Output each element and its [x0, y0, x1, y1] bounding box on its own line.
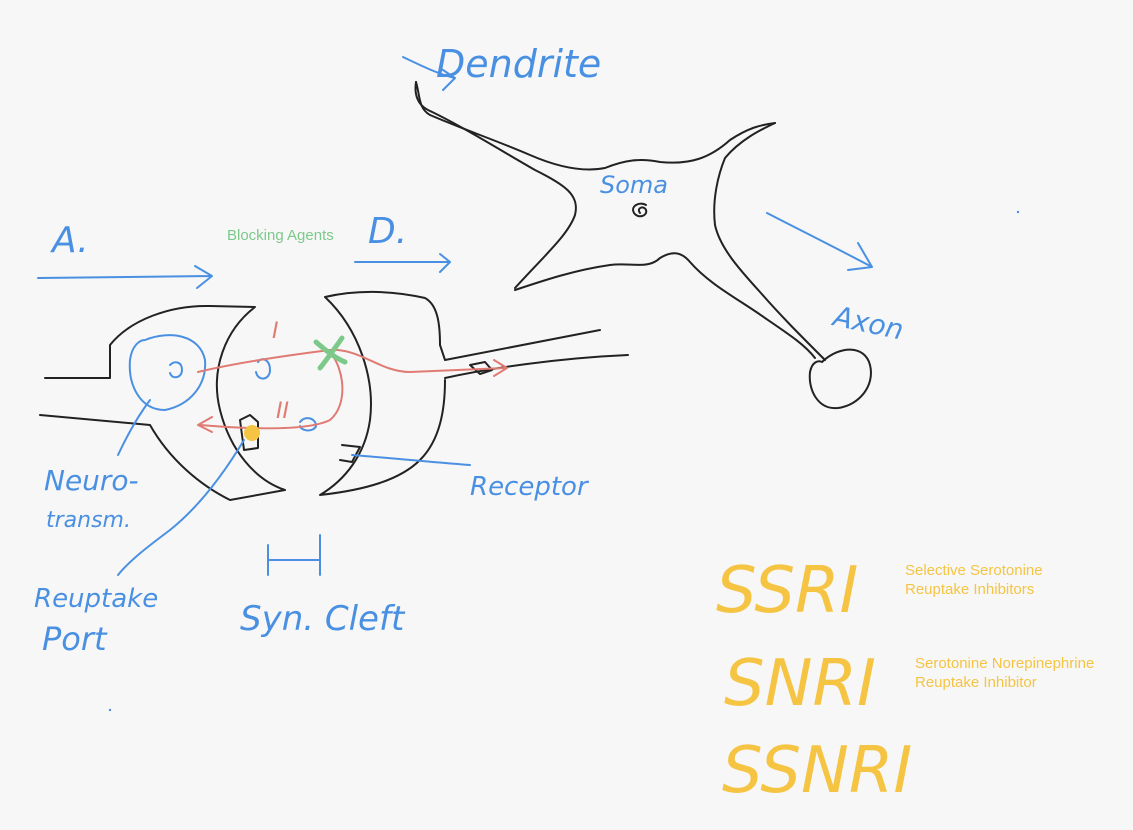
red-pathway: [197, 348, 508, 433]
soma-lower-edge: [514, 252, 816, 359]
drug-class-snri-abbr: SNRI: [724, 647, 876, 721]
blue-annotations: [37, 56, 873, 576]
dendrite-lower-edge: [414, 81, 577, 289]
soma-nucleus: [632, 202, 648, 218]
neuron-outline: [39, 81, 872, 501]
reuptake-blocker-dot: [244, 425, 260, 441]
dendrite-upper-edge: [415, 81, 776, 171]
neurotransmitter-label-line2: transm.: [46, 508, 131, 533]
neurotransmitter-label-line1: Neuro-: [44, 464, 139, 497]
vesicle-small: [299, 417, 317, 432]
postsynaptic-terminal: [319, 290, 629, 496]
reuptake-port-label-line1: Reuptake: [34, 584, 158, 614]
drug-class-snri-desc-line2: Reuptake Inhibitor: [915, 674, 1037, 691]
axon-terminal: [808, 348, 872, 410]
syn-cleft-marker: [267, 534, 321, 576]
reuptake-port-label-line2: Port: [42, 620, 108, 658]
vesicle-large: [128, 334, 207, 411]
drug-class-ssri-abbr: SSRI: [716, 554, 858, 628]
d-label: D.: [368, 211, 407, 252]
axon-arrow: [766, 212, 873, 271]
roman-two-label: II: [276, 399, 289, 424]
stray-dot: [108, 708, 112, 712]
receptor-pointer: [351, 454, 471, 466]
roman-one-label: I: [272, 319, 279, 344]
drug-class-ssnri-abbr: SSNRI: [722, 734, 912, 808]
blocking-x-mark: [313, 335, 348, 371]
neurotransmitter-pointer: [117, 399, 151, 456]
blocking-agents-label: Blocking Agents: [227, 227, 334, 244]
reuptake-pointer: [117, 439, 245, 576]
a-label: A.: [50, 220, 89, 261]
drug-class-snri-desc-line1: Serotonine Norepinephrine: [915, 655, 1094, 672]
block-stroke-2: [317, 335, 345, 371]
drug-class-ssri-desc-line2: Reuptake Inhibitors: [905, 581, 1034, 598]
syn-cleft-label: Syn. Cleft: [240, 599, 406, 639]
receptor-label: Receptor: [470, 472, 590, 502]
stray-dot: [1016, 210, 1020, 214]
dendrite-label: Dendrite: [436, 42, 601, 86]
axon-label: Axon: [829, 299, 907, 346]
dendrite-arrow: [402, 56, 456, 91]
drug-class-ssri-desc-line1: Selective Serotonine: [905, 562, 1043, 579]
d-arrow: [354, 253, 451, 273]
vesicle-inner: [169, 361, 183, 379]
soma-label: Soma: [600, 171, 668, 199]
soma-right-edge: [713, 122, 826, 361]
release-path: [197, 348, 508, 377]
receptor-notch: [469, 361, 493, 375]
a-arrow: [37, 265, 213, 289]
presynaptic-terminal: [39, 304, 286, 501]
vesicle-cleft: [255, 358, 271, 380]
